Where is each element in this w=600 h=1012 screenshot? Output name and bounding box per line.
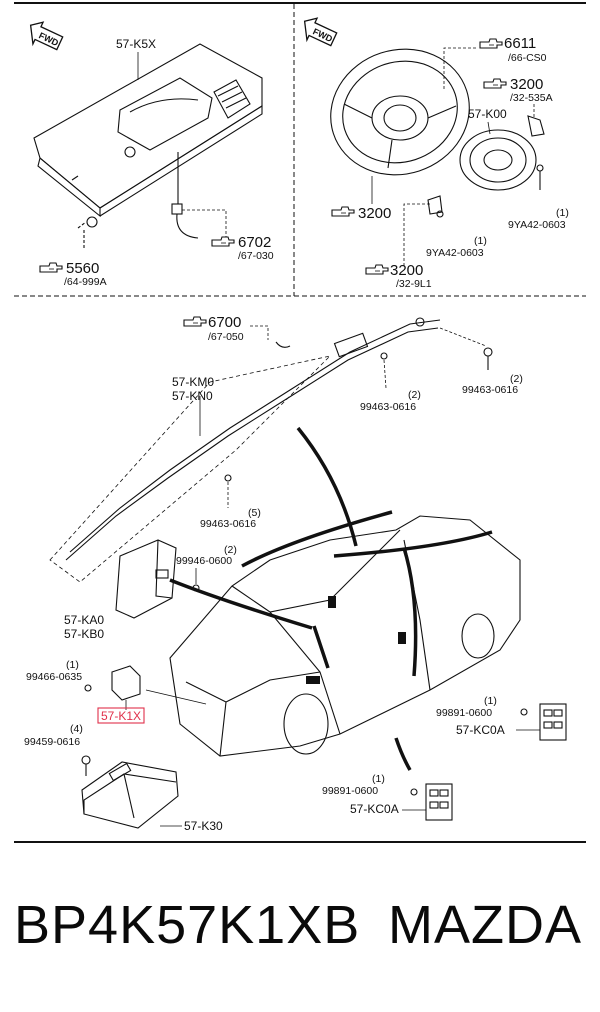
qty: (2) (408, 389, 421, 401)
control-module-drawing (81, 755, 179, 829)
deployment-lines (169, 426, 493, 771)
side-airbag-drawing (115, 539, 200, 619)
ref-6611: 6611 (504, 35, 536, 52)
part-label-57-KA0: 57-KA0 (64, 613, 104, 627)
hand-pointer-icon (183, 316, 207, 327)
ref-3200c-sub: /32-9L1 (396, 278, 432, 290)
side-sensor-drawing (520, 703, 567, 741)
hand-pointer-icon (365, 264, 389, 275)
leader (439, 327, 487, 347)
hand-pointer-icon (211, 236, 235, 247)
ref-5560: 5560 (66, 260, 99, 277)
ref-6611-sub: /66-CS0 (508, 52, 547, 64)
hand-pointer-icon (479, 38, 503, 49)
qty: (1) (474, 235, 487, 247)
part-label-57-K1X: 57-K1X (101, 709, 141, 723)
bolt-drawing (483, 347, 493, 370)
part-label-57-KB0: 57-KB0 (64, 627, 104, 641)
bolt-99463-0616-b: 99463-0616 (462, 384, 518, 396)
part-label-57-K5X: 57-K5X (116, 37, 156, 51)
leader (250, 325, 269, 340)
ref-5560-sub: /64-999A (64, 276, 107, 288)
qty: (2) (510, 373, 523, 385)
leader (182, 209, 227, 238)
brand-name: MAZDA (388, 895, 582, 955)
part-label-57-KC0A-a: 57-KC0A (456, 723, 505, 737)
fwd-arrow-icon: FWD (23, 17, 66, 55)
part-label-57-K00: 57-K00 (468, 107, 507, 121)
bolt-9YA42-0603: 9YA42-0603 (508, 219, 566, 231)
ref-6702: 6702 (238, 234, 271, 251)
vehicle-drawing (169, 515, 521, 757)
bolt-99459-0616: 99459-0616 (24, 736, 80, 748)
ref-6702-sub: /67-030 (238, 250, 274, 262)
ref-6700: 6700 (208, 314, 241, 331)
bolt-99466-0635: 99466-0635 (26, 671, 82, 683)
part-label-57-KN0: 57-KN0 (172, 389, 213, 403)
parts-diagram: FWD FWD 57-K5X 6702 /67-030 5560 /64-999… (14, 2, 586, 843)
sensor-57-K1X-drawing (84, 665, 141, 701)
part-label-57-KM0: 57-KM0 (172, 375, 214, 389)
qty: (5) (248, 507, 261, 519)
ref-6700-sub: /67-050 (208, 331, 244, 343)
qty: (1) (372, 773, 385, 785)
nut-99891-0600-a: 99891-0600 (436, 707, 492, 719)
steering-wheel-drawing (330, 48, 545, 218)
bolt-9YA42-0603-b: 9YA42-0603 (426, 247, 484, 259)
part-label-57-K30: 57-K30 (184, 819, 223, 833)
qty: (1) (556, 207, 569, 219)
qty: (1) (484, 695, 497, 707)
ref-3200a-sub: /32-535A (510, 92, 553, 104)
leader (383, 359, 387, 389)
qty: (2) (224, 544, 237, 556)
sensor-mark (328, 596, 336, 608)
sensor-mark (398, 632, 406, 644)
leader (403, 203, 430, 266)
bolt-5560-drawing (77, 216, 98, 250)
bottom-sensor-drawing (410, 783, 453, 821)
ref-3200b: 3200 (358, 205, 391, 222)
passenger-airbag-module-drawing (33, 43, 263, 239)
bolt-99463-0616-a: 99463-0616 (360, 401, 416, 413)
hand-pointer-icon (483, 78, 507, 89)
qty: (4) (70, 723, 83, 735)
part-number: BP4K57K1XB (14, 895, 361, 955)
leader (145, 689, 207, 705)
leader (487, 121, 491, 135)
fwd-arrow-icon: FWD (297, 13, 340, 51)
part-label-57-KC0A-b: 57-KC0A (350, 802, 399, 816)
hand-pointer-icon (331, 206, 355, 217)
ref-3200a: 3200 (510, 76, 543, 93)
part-caption: BP4K57K1XB MAZDA (0, 880, 600, 990)
bolt-99463-0616-c: 99463-0616 (200, 518, 256, 530)
ref-3200c: 3200 (390, 262, 423, 279)
highlight-box (97, 707, 145, 724)
nut-99946-0600: 99946-0600 (176, 555, 232, 567)
dashed-outline (49, 355, 332, 583)
nut-99891-0600-b: 99891-0600 (322, 785, 378, 797)
qty: (1) (66, 659, 79, 671)
leader (443, 47, 476, 90)
curtain-airbag-drawing (65, 317, 441, 561)
hand-pointer-icon (39, 262, 63, 273)
sensor-mark (306, 676, 320, 684)
